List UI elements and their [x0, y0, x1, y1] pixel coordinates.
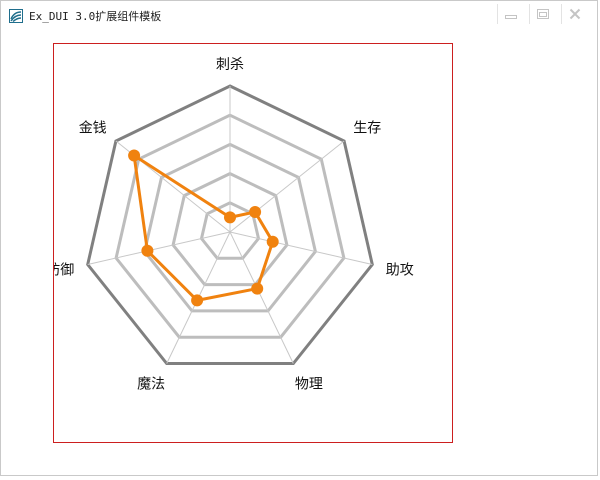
- maximize-icon: [536, 9, 549, 19]
- minimize-button[interactable]: [497, 4, 523, 24]
- axis-label-刺杀: 刺杀: [216, 57, 244, 73]
- data-point-助攻: [266, 235, 279, 248]
- grid-ring-3: [142, 142, 318, 313]
- grid-ring-4: [114, 113, 346, 339]
- close-button[interactable]: [561, 4, 587, 24]
- title-bar[interactable]: Ex_DUI 3.0扩展组件模板: [1, 1, 597, 31]
- axis-label-生存: 生存: [353, 120, 381, 136]
- grid-ring-1: [199, 201, 261, 260]
- data-point-刺杀: [224, 211, 236, 224]
- data-point-物理: [251, 282, 264, 295]
- minimize-icon: [504, 15, 517, 19]
- close-icon: [569, 8, 580, 20]
- data-point-生存: [249, 206, 262, 218]
- data-point-防御: [141, 244, 154, 257]
- axis-label-魔法: 魔法: [137, 376, 165, 392]
- grid-ring-5: [86, 84, 374, 365]
- axis-label-防御: 防御: [54, 262, 74, 278]
- axis-label-助攻: 助攻: [386, 262, 414, 278]
- grid-ring-2: [171, 171, 289, 287]
- window-title: Ex_DUI 3.0扩展组件模板: [29, 10, 162, 23]
- axis-label-金钱: 金钱: [79, 120, 107, 136]
- axis-spoke-5: [87, 231, 231, 265]
- data-point-魔法: [191, 294, 204, 307]
- window-controls: [491, 4, 587, 26]
- axis-label-物理: 物理: [295, 376, 323, 392]
- axis-spoke-3: [229, 231, 294, 364]
- axis-spoke-1: [229, 140, 345, 233]
- data-point-金钱: [128, 149, 141, 162]
- axis-spoke-2: [229, 231, 373, 265]
- app-logo-icon: [9, 8, 23, 23]
- maximize-button[interactable]: [529, 4, 555, 24]
